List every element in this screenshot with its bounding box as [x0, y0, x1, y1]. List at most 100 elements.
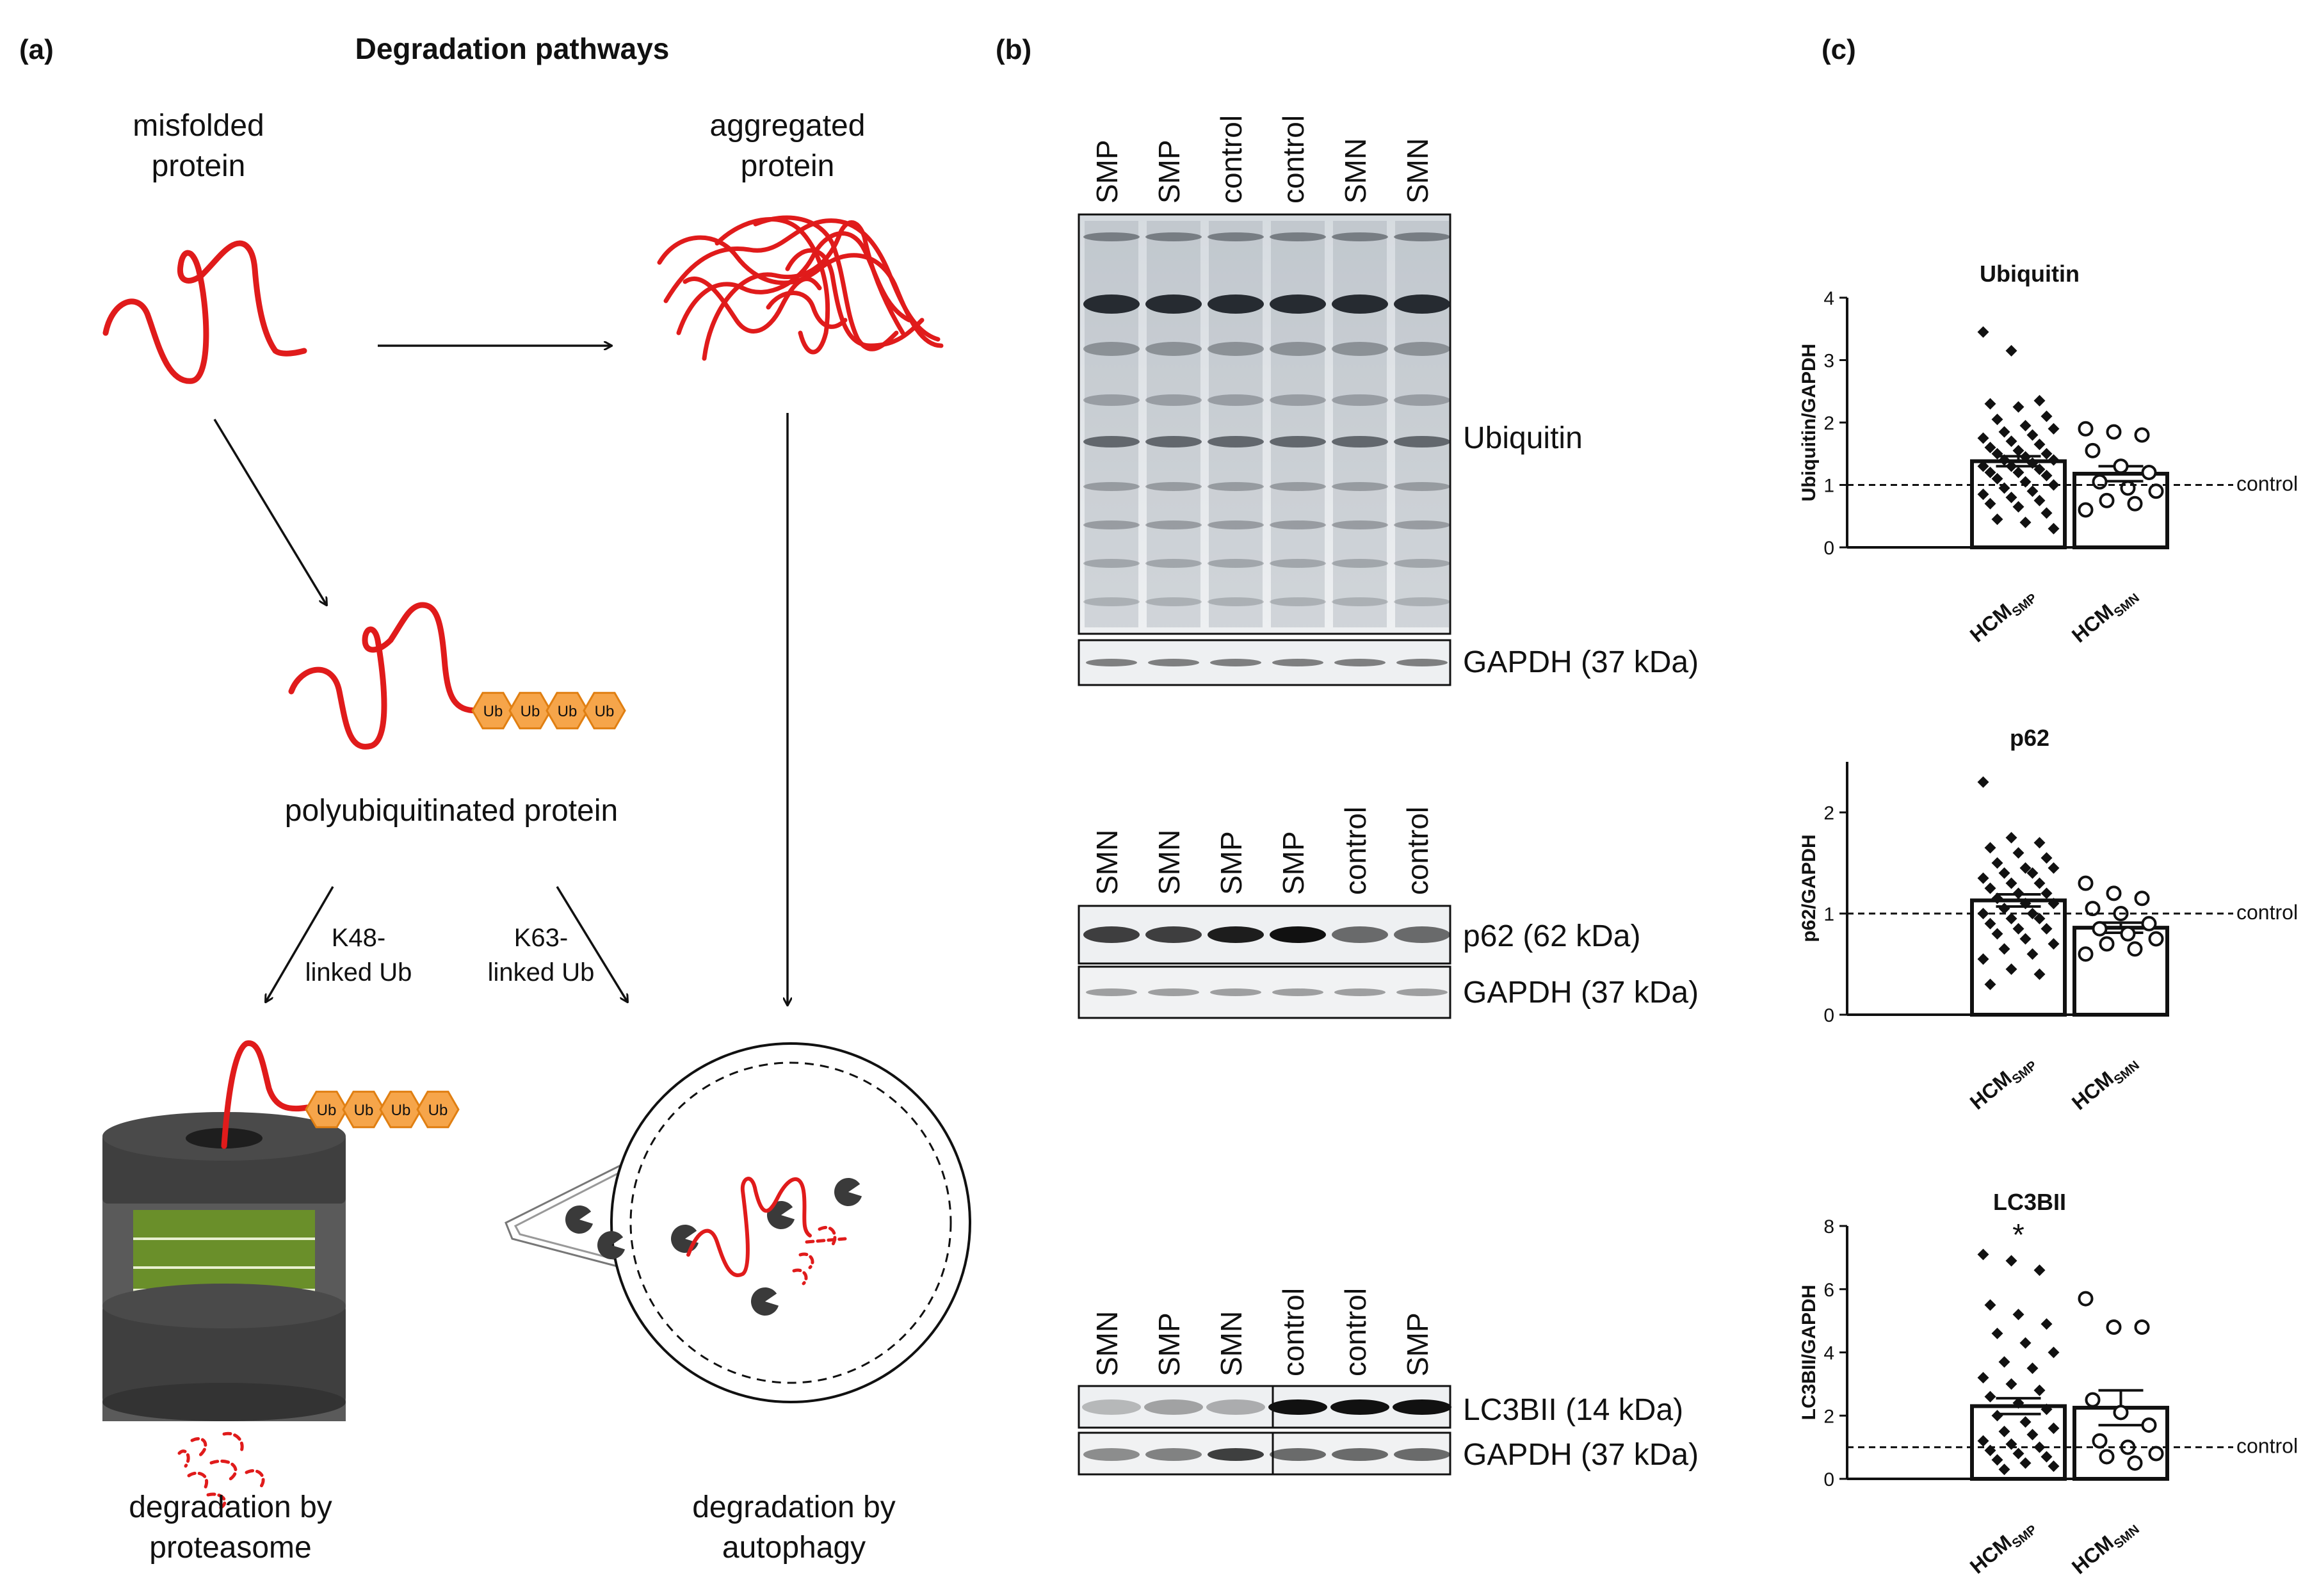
lane-smear	[1333, 221, 1387, 627]
data-point	[2048, 522, 2060, 535]
data-point	[2040, 1403, 2053, 1415]
panel-b-label: (b)	[996, 34, 1031, 65]
data-point	[1991, 513, 2003, 526]
y-tick-label: 6	[1823, 1280, 1834, 1301]
data-point	[2148, 931, 2164, 947]
data-point	[2012, 1309, 2024, 1321]
band	[1270, 232, 1326, 241]
data-point	[2019, 517, 2032, 528]
data-point	[2012, 467, 2024, 478]
band	[1145, 520, 1202, 529]
data-point	[1991, 1327, 2003, 1339]
band	[1332, 342, 1388, 356]
bar	[1970, 898, 2067, 1017]
data-point	[2012, 444, 2024, 456]
data-point	[2048, 1460, 2060, 1472]
data-point	[2106, 424, 2122, 440]
y-tick-label: 3	[1823, 351, 1834, 372]
band	[1145, 559, 1202, 568]
data-point	[1977, 1435, 1989, 1447]
band	[1394, 926, 1450, 943]
data-point	[1977, 953, 1989, 965]
band	[1208, 342, 1264, 356]
data-point	[1991, 1454, 2003, 1466]
lysosome-icon	[751, 1287, 779, 1316]
ubiquitin-label: Ub	[317, 1102, 337, 1119]
data-point	[2033, 837, 2046, 849]
data-point	[1977, 488, 1989, 501]
band	[1083, 482, 1140, 491]
data-point	[2033, 912, 2046, 924]
band	[1394, 436, 1450, 447]
band	[1268, 1399, 1327, 1415]
misfolded-label-1: misfolded	[133, 109, 264, 143]
data-point	[2033, 463, 2046, 476]
panel-c-label: (c)	[1822, 34, 1856, 65]
lane-label: SMP	[1152, 1312, 1186, 1376]
chart-title: p62	[2010, 725, 2049, 751]
k63-label-2: linked Ub	[488, 958, 595, 987]
data-point	[2019, 1457, 2032, 1469]
band	[1083, 342, 1140, 356]
control-reference-label: control	[2236, 901, 2298, 924]
band	[1145, 482, 1202, 491]
band	[1145, 342, 1202, 356]
k48-label-2: linked Ub	[305, 958, 412, 987]
data-point	[2026, 457, 2039, 469]
data-point	[2092, 1433, 2108, 1449]
x-category-label: HCMSMN	[2067, 1049, 2142, 1118]
band	[1270, 1448, 1326, 1461]
proteasome-substrate-icon	[221, 1040, 311, 1149]
lysosome-icon	[565, 1205, 594, 1234]
data-point	[1977, 776, 1989, 788]
band	[1394, 520, 1450, 529]
data-point	[2048, 1423, 2060, 1434]
data-point	[2048, 862, 2060, 874]
y-tick-label: 0	[1823, 1005, 1834, 1026]
ubiquitin-icon: Ub	[583, 691, 626, 730]
band	[1332, 520, 1388, 529]
data-point	[2033, 1264, 2046, 1277]
lane-label: SMN	[1401, 138, 1434, 204]
data-point	[2019, 1337, 2032, 1349]
band	[1270, 294, 1326, 314]
x-category-label: HCMSMP	[1966, 1049, 2040, 1117]
data-point	[1998, 426, 2010, 438]
x-category-label: HCMSMP	[1966, 581, 2040, 650]
data-point	[1998, 903, 2010, 915]
data-point	[2019, 898, 2032, 910]
panel-a-label: (a)	[19, 34, 54, 65]
y-tick-label: 1	[1823, 476, 1834, 497]
misfolded-label-2: protein	[152, 149, 246, 183]
proteasome-icon	[102, 1112, 346, 1421]
y-tick-label: 2	[1823, 413, 1834, 434]
data-point	[2033, 877, 2046, 889]
blot3-gapdh-image	[1078, 1431, 1451, 1476]
data-point	[2085, 901, 2101, 917]
lysosome-icon	[834, 1178, 862, 1207]
band	[1332, 394, 1388, 406]
lysosome-icon	[767, 1201, 795, 1230]
band	[1208, 482, 1264, 491]
ubiquitin-icon: Ub	[508, 691, 552, 730]
data-point	[1984, 398, 1996, 410]
band	[1083, 597, 1140, 606]
data-point	[1991, 447, 2003, 460]
lane-label: control	[1215, 115, 1248, 204]
band	[1334, 659, 1386, 666]
data-point	[2005, 877, 2017, 889]
data-point	[2012, 1447, 2024, 1460]
data-point	[2005, 1378, 2017, 1390]
data-point	[2048, 1346, 2060, 1358]
band	[1145, 926, 1202, 943]
arrow-k48	[266, 886, 334, 1002]
ubiquitin-icon: Ub	[342, 1090, 385, 1129]
data-point	[2026, 1362, 2039, 1374]
y-tick-label: 8	[1823, 1216, 1834, 1237]
data-point	[2106, 885, 2122, 901]
data-point	[2048, 479, 2060, 491]
polyub-protein-icon	[288, 602, 480, 750]
data-point	[1984, 917, 1996, 930]
data-point	[2120, 926, 2136, 942]
